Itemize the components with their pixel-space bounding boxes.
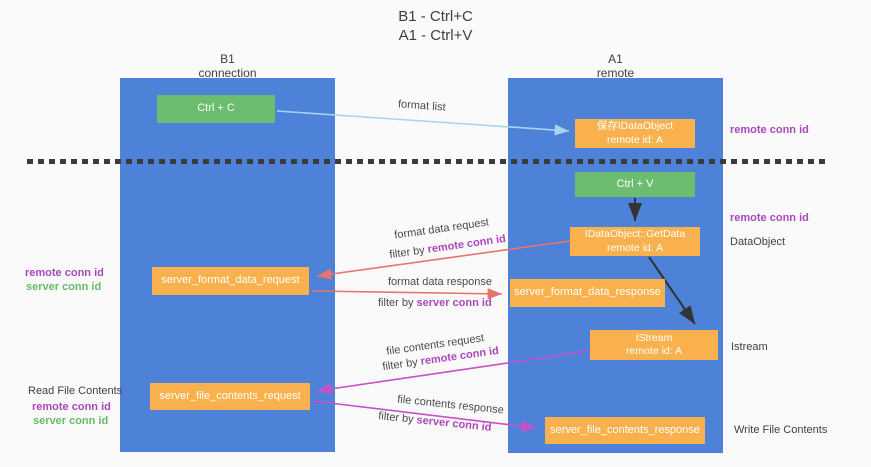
- label-left-bottom-remote-conn-id: remote conn id: [32, 401, 111, 413]
- column-a1-role: remote: [596, 66, 635, 81]
- title-line-1: B1 - Ctrl+C: [398, 8, 473, 25]
- node-istream-line1: IStream: [635, 331, 673, 344]
- arrow-label-format-data-response: format data response: [388, 276, 492, 288]
- diagram-title: B1 - Ctrl+C A1 - Ctrl+V: [0, 7, 871, 45]
- label-dataobject: DataObject: [730, 236, 786, 248]
- title-line-2: A1 - Ctrl+V: [398, 27, 473, 45]
- node-ctrl-c-label: Ctrl + C: [197, 102, 235, 115]
- label-left-mid-remote-conn-id: remote conn id: [25, 267, 104, 279]
- node-server-format-data-response-label: server_format_data_response: [514, 286, 661, 299]
- filter-key-server-conn-id: server conn id: [416, 297, 492, 309]
- label-read-file-contents: Read File Contents: [28, 385, 123, 397]
- label-write-file-contents: Write File Contents: [734, 424, 828, 436]
- node-ctrl-c: Ctrl + C: [157, 95, 275, 123]
- label-istream: Istream: [731, 341, 768, 353]
- column-b1-name: B1: [220, 52, 235, 66]
- node-save-idataobject: 保存IDataObject remote id: A: [575, 119, 695, 148]
- node-istream-line2: remote id: A: [625, 345, 683, 357]
- arrow-getdata-to-istream: [648, 256, 696, 325]
- arrow-format-data-request: [316, 240, 571, 280]
- node-save-idataobject-line2: remote id: A: [606, 133, 664, 146]
- column-header-a1: A1 remote: [508, 52, 723, 81]
- node-server-file-contents-request-label: server_file_contents_request: [159, 389, 301, 402]
- column-b1-role: connection: [198, 66, 257, 81]
- arrow-format-list: [276, 110, 570, 136]
- node-ctrl-v-label: Ctrl + V: [616, 177, 654, 190]
- node-idataobject-getdata: IDataObject::GetData remote id: A: [570, 227, 700, 256]
- column-header-b1: B1 connection: [120, 52, 335, 81]
- node-save-idataobject-line1: 保存IDataObject: [596, 120, 674, 133]
- phase-separator-dashed-line: [27, 159, 830, 164]
- node-server-format-data-response: server_format_data_response: [510, 279, 665, 307]
- arrow-file-contents-response: [312, 400, 537, 432]
- filter-by-text: filter by: [378, 297, 414, 309]
- node-server-format-data-request: server_format_data_request: [152, 267, 309, 295]
- node-server-file-contents-response: server_file_contents_response: [545, 417, 705, 444]
- node-istream: IStream remote id: A: [590, 330, 718, 360]
- column-a1-name: A1: [608, 52, 623, 66]
- node-ctrl-v: Ctrl + V: [575, 172, 695, 197]
- label-remote-conn-id-mid: remote conn id: [730, 212, 809, 224]
- node-getdata-line2: remote id: A: [606, 241, 664, 254]
- node-server-file-contents-response-label: server_file_contents_response: [550, 423, 700, 436]
- arrow-format-data-response: [311, 288, 503, 300]
- label-left-bottom-server-conn-id: server conn id: [33, 415, 109, 427]
- node-getdata-line1: IDataObject::GetData: [584, 228, 686, 241]
- label-left-mid-server-conn-id: server conn id: [26, 281, 102, 293]
- node-server-file-contents-request: server_file_contents_request: [150, 383, 310, 410]
- node-server-format-data-request-label: server_format_data_request: [161, 274, 300, 287]
- label-remote-conn-id-top: remote conn id: [730, 124, 809, 136]
- arrow-file-contents-request: [316, 350, 590, 395]
